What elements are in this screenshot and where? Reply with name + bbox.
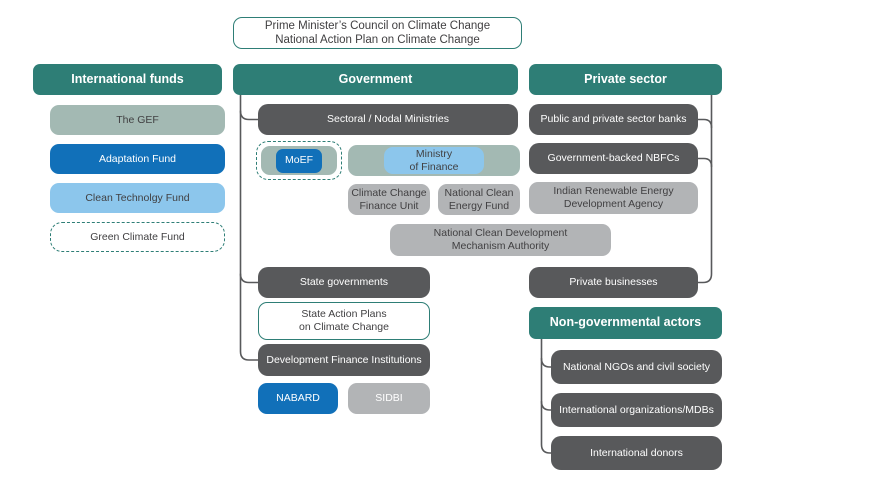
private-branch-banks [697, 118, 713, 129]
gov-branch-sectoral [239, 110, 259, 121]
box-national-ngos-civil-society: National NGOs and civil society [551, 350, 722, 384]
ngo-trunk-line [540, 338, 553, 454]
box-nabard: NABARD [258, 383, 338, 414]
header-government: Government [233, 64, 518, 95]
box-climate-change-finance-unit: Climate Change Finance Unit [348, 184, 430, 215]
ministry-of-finance-background: Ministry of Finance [348, 145, 520, 176]
box-moef: MoEF [276, 148, 322, 173]
box-ministry-of-finance: Ministry of Finance [384, 147, 484, 174]
header-international-funds: International funds [33, 64, 222, 95]
box-public-private-banks: Public and private sector banks [529, 104, 698, 135]
header-non-governmental-actors: Non-governmental actors [529, 307, 722, 339]
gov-branch-state-govs [239, 273, 259, 284]
box-green-climate-fund: Green Climate Fund [50, 222, 225, 252]
gov-trunk-line [239, 94, 259, 361]
moef-sage-background: MoEF [261, 146, 337, 175]
box-clean-technology-fund: Clean Technolgy Fund [50, 183, 225, 213]
box-international-organizations-mdbs: International organizations/MDBs [551, 393, 722, 427]
box-national-clean-development-mechanism-authority: National Clean Development Mechanism Aut… [390, 224, 611, 256]
box-sidbi: SIDBI [348, 383, 430, 414]
header-private-sector: Private sector [529, 64, 722, 95]
box-the-gef: The GEF [50, 105, 225, 135]
box-government-backed-nbfcs: Government-backed NBFCs [529, 143, 698, 174]
private-trunk-line [697, 94, 713, 284]
box-adaptation-fund: Adaptation Fund [50, 144, 225, 174]
pm-council-box: Prime Minister’s Council on Climate Chan… [233, 17, 522, 49]
box-development-finance-institutions: Development Finance Institutions [258, 344, 430, 376]
box-ireda: Indian Renewable Energy Development Agen… [529, 182, 698, 214]
box-international-donors: International donors [551, 436, 722, 470]
box-national-clean-energy-fund: National Clean Energy Fund [438, 184, 520, 215]
box-sectoral-nodal-ministries: Sectoral / Nodal Ministries [258, 104, 518, 135]
moef-dashed-outline: MoEF [256, 141, 342, 180]
box-state-governments: State governments [258, 267, 430, 298]
box-private-businesses: Private businesses [529, 267, 698, 298]
box-state-action-plans: State Action Plans on Climate Change [258, 302, 430, 340]
private-branch-nbfcs [697, 157, 713, 168]
